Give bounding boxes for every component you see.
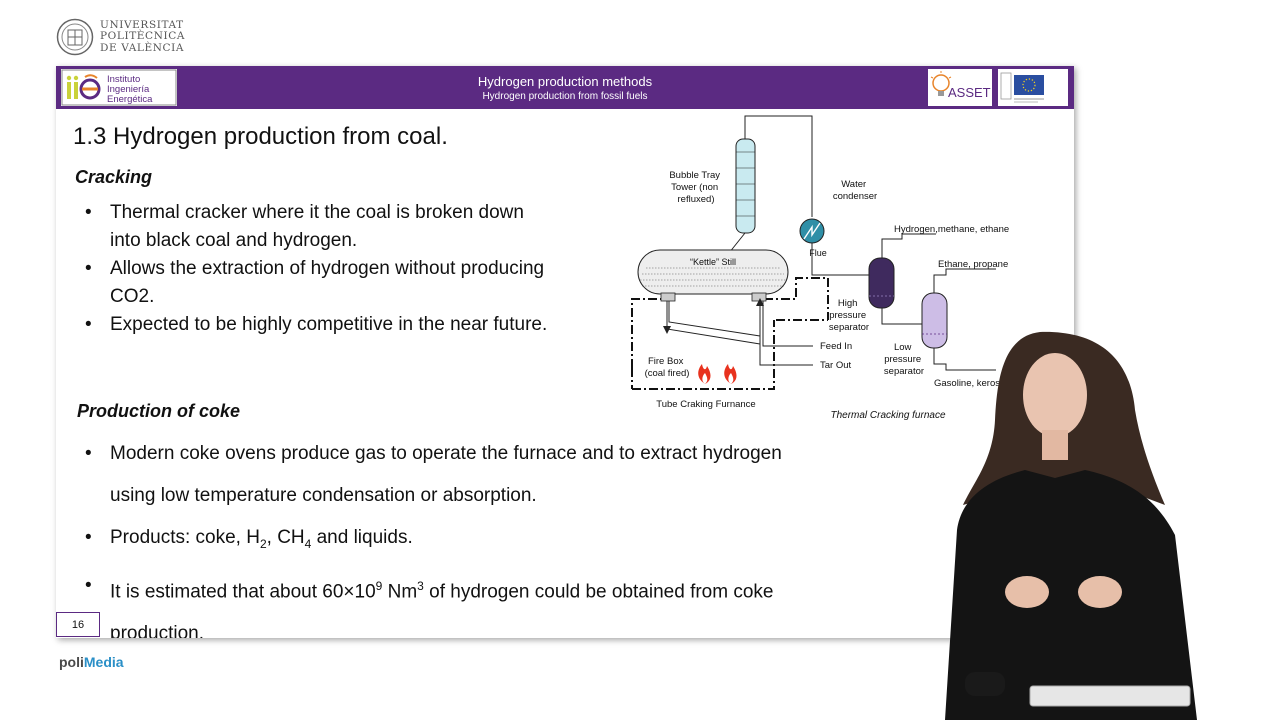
flue-label: Flue bbox=[809, 248, 827, 258]
firebox-label: Fire Box (coal fired) bbox=[645, 356, 690, 379]
kettle-label: “Kettle” Still bbox=[690, 257, 736, 267]
list-item: Modern coke ovens produce gas to operate… bbox=[73, 433, 813, 517]
svg-text:Ingeniería: Ingeniería bbox=[107, 84, 150, 95]
iie-logo: Instituto Ingeniería Energética bbox=[61, 69, 177, 106]
high-pressure-separator bbox=[868, 257, 895, 309]
list-item: Allows the extraction of hydrogen withou… bbox=[73, 255, 548, 311]
ethane-output-label: Ethane, propane bbox=[938, 259, 1008, 270]
section-cracking: Cracking bbox=[75, 167, 153, 187]
polimedia-logo: poliMedia bbox=[59, 654, 124, 670]
cracking-list: Thermal cracker where it the coal is bro… bbox=[73, 199, 548, 339]
presenter bbox=[945, 331, 1197, 720]
asset-logo: ASSET bbox=[928, 69, 992, 106]
coke-list: Modern coke ovens produce gas to operate… bbox=[73, 433, 813, 638]
university-seal-icon bbox=[56, 18, 94, 56]
svg-text:ASSET: ASSET bbox=[948, 85, 991, 100]
bubble-tray-tower bbox=[735, 138, 756, 234]
hydrogen-output-label: Hydrogen,methane, ethane bbox=[894, 224, 1009, 235]
low-pressure-separator bbox=[921, 292, 948, 349]
thermal-cracking-diagram: Bubble Tray Tower (non refluxed) Water c… bbox=[631, 115, 1016, 421]
university-logo: UNIVERSITAT POLITÈCNICA DE VALÈNCIA bbox=[56, 18, 185, 56]
slide-title: 1.3 Hydrogen production from coal. bbox=[73, 123, 448, 150]
gasoline-output-label: Gasoline, kerosene bbox=[934, 378, 1016, 389]
page-number: 16 bbox=[56, 612, 100, 637]
svg-text:Instituto: Instituto bbox=[107, 74, 140, 85]
tube-furnace-label: Tube Craking Furnance bbox=[656, 399, 755, 410]
list-item: Thermal cracker where it the coal is bro… bbox=[73, 199, 548, 255]
flame-icon bbox=[698, 364, 711, 384]
bubble-tray-label: Bubble Tray Tower (non refluxed) bbox=[669, 170, 722, 205]
lightbulb-icon: ASSET bbox=[930, 71, 991, 100]
tar-out-label: Tar Out bbox=[820, 360, 852, 371]
water-condenser bbox=[799, 218, 825, 244]
diagram-caption: Thermal Cracking furnace bbox=[830, 410, 945, 421]
list-item: It is estimated that about 60×109 Nm3 of… bbox=[73, 565, 813, 638]
kettle-still bbox=[637, 249, 789, 295]
list-item: Expected to be highly competitive in the… bbox=[73, 311, 548, 339]
low-separator-label: Low pressure separator bbox=[884, 342, 924, 377]
university-name: UNIVERSITAT POLITÈCNICA DE VALÈNCIA bbox=[100, 18, 186, 54]
iie-logo-icon: Instituto Ingeniería Energética bbox=[61, 69, 177, 106]
eu-flag-icon bbox=[1000, 72, 1044, 103]
section-coke: Production of coke bbox=[77, 401, 241, 421]
water-condenser-label: Water condenser bbox=[833, 179, 877, 202]
flame-icon bbox=[724, 364, 737, 384]
svg-text:Energética: Energética bbox=[107, 94, 153, 105]
european-commission-logo bbox=[998, 69, 1068, 106]
header-title: Hydrogen production methods bbox=[477, 74, 653, 89]
feed-in-label: Feed In bbox=[820, 341, 852, 352]
slide-header: Instituto Ingeniería Energética Hydrogen… bbox=[56, 66, 1074, 109]
slide: Instituto Ingeniería Energética Hydrogen… bbox=[56, 66, 1074, 638]
header-subtitle: Hydrogen production from fossil fuels bbox=[482, 91, 648, 102]
high-separator-label: High pressure separator bbox=[829, 298, 869, 333]
list-item: Products: coke, H2, CH4 and liquids. bbox=[73, 517, 813, 565]
